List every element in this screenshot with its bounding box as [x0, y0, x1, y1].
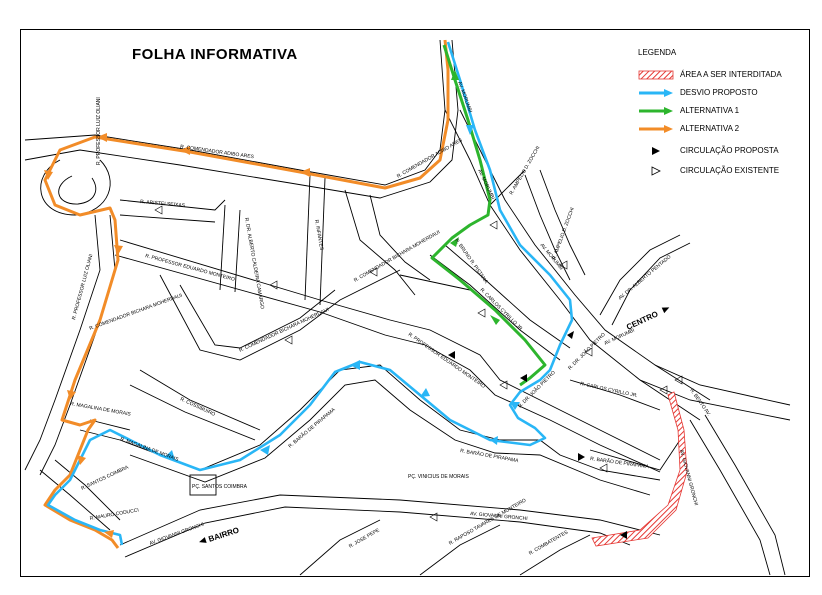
hatch-swatch-icon	[638, 70, 674, 80]
street-label: R. COMENDADOR BICHARA MOHERDAUI	[353, 229, 441, 283]
solid-arrow-icon	[652, 147, 660, 155]
direction-bairro: BAIRRO	[199, 525, 240, 544]
legend-heading: LEGENDA	[638, 48, 677, 57]
page-title: FOLHA INFORMATIVA	[132, 46, 298, 63]
cyan-arrow-icon	[639, 89, 673, 97]
arrow-right-icon	[661, 307, 670, 314]
street-label: R. COMENDADOR BICHARA MOHERDAUI	[238, 307, 330, 354]
street-network	[24, 39, 791, 576]
street-label: R. PROFESSOR LUIZ OLIANI	[96, 97, 102, 165]
bairro-label: BAIRRO	[207, 525, 240, 543]
street-label: AV. MORUMBI	[603, 328, 635, 347]
street-label: R. DR. ALBERTO CALDEIRA CAMARGO	[243, 217, 265, 309]
street-label: R. ARISTEI SEIXAS	[140, 199, 186, 209]
street-label: R. SANTOS COIMBRA	[80, 464, 130, 492]
legend-item-interdicted: ÁREA A SER INTERDITADA	[632, 68, 812, 82]
street-label: R. PROFESSOR LUIZ OLIANI	[71, 253, 94, 320]
legend-item-proposta: CIRCULAÇÃO PROPOSTA	[632, 144, 812, 158]
street-label: R. JOSE PEPE	[348, 527, 381, 550]
street-label: R. COMBATENTES	[528, 529, 570, 557]
street-label: R. CARLOS CYRILLO JR.	[580, 381, 639, 399]
route-arrows	[44, 70, 520, 538]
street-label: R. BARÃO DE PIRAPAMA	[460, 447, 520, 464]
legend-item-alt2: ALTERNATIVA 2	[632, 122, 812, 136]
street-label: R. COSSIBUIRO	[179, 396, 216, 417]
street-label: R. MAGALINA DE MORAIS	[70, 401, 132, 418]
route-alternativa-2	[43, 39, 450, 549]
arrow-left-icon	[199, 537, 207, 543]
street-label: R. AMPELIO D. ZOCCHI	[551, 207, 576, 261]
orange-arrow-icon	[639, 125, 673, 133]
street-label: R. BENTO AV.	[688, 388, 711, 418]
route-desvio-proposto	[46, 41, 574, 546]
circulation-markers	[154, 205, 683, 539]
street-label: R. MAURO CODUCCI	[89, 507, 139, 522]
route-alternativa-1	[430, 44, 547, 387]
street-label: AV. DR. ALBERTO PENTADO	[617, 254, 672, 302]
street-label: R. DR. JOÃO PIETRO	[566, 331, 606, 371]
street-label: R. MAGALINA DE MORAIS	[119, 436, 179, 463]
hollow-arrow-icon	[651, 166, 661, 176]
street-label: AV. GIOVANNI GRONCHI	[149, 522, 205, 547]
legend-item-alt1: ALTERNATIVA 1	[632, 104, 812, 118]
street-label: PÇ. SANTOS COIMBRA	[192, 484, 248, 490]
street-label: R. PROFESSOR EDUARDO MONTEIRO	[407, 332, 486, 390]
street-label: R. BARÃO DE PIRAPAMA	[287, 406, 337, 450]
green-arrow-icon	[639, 107, 673, 115]
legend-item-desvio: DESVIO PROPOSTO	[632, 86, 812, 100]
street-label: R. COMENDADOR ADIBO ARES	[396, 137, 464, 180]
legend-item-existente: CIRCULAÇÃO EXISTENTE	[632, 164, 812, 178]
interdicted-area	[591, 391, 688, 547]
street-label: AV. GIOVANNI GRONCHI	[470, 511, 528, 522]
street-label: R. INFANTES	[313, 219, 324, 251]
street-label: R. AMPELIO D. ZOCCHI	[509, 145, 542, 196]
street-label: R. BARÃO DE PIRAPAMA	[590, 455, 650, 470]
street-label: PÇ. VINICIUS DE MORAIS	[408, 474, 470, 480]
